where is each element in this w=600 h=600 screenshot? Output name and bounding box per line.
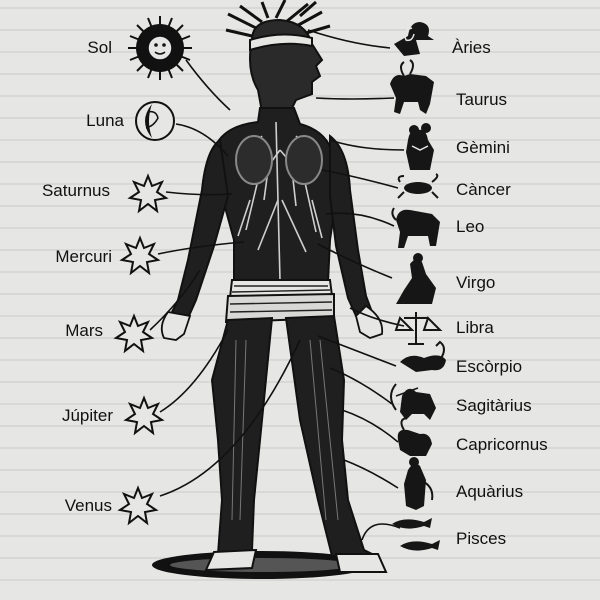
planet-label-sol: Sol bbox=[87, 38, 112, 57]
water-bearer-icon bbox=[404, 457, 434, 510]
zodiac-label-capricorn: Capricornus bbox=[456, 435, 548, 454]
fish-icon bbox=[392, 518, 440, 551]
star-icon bbox=[127, 173, 169, 214]
line-gemini bbox=[329, 139, 405, 151]
planet-label-luna: Luna bbox=[86, 111, 124, 130]
zodiac-label-gemini: Gèmini bbox=[456, 138, 510, 157]
sun-icon bbox=[128, 16, 192, 80]
lion-icon bbox=[391, 207, 440, 248]
crab-icon bbox=[397, 173, 439, 199]
ram-icon bbox=[394, 22, 434, 56]
line-taurus bbox=[315, 97, 395, 100]
line-luna bbox=[175, 123, 229, 157]
line-saturnus bbox=[165, 191, 233, 196]
line-virgo bbox=[317, 243, 393, 279]
line-cancer bbox=[321, 169, 399, 189]
zodiac-label-scorpio: Escòrpio bbox=[456, 357, 523, 376]
line-leo bbox=[325, 212, 395, 227]
star-icon bbox=[119, 235, 161, 276]
planet-label-venus: Venus bbox=[64, 496, 112, 515]
line-scorpio bbox=[317, 335, 397, 367]
scales-icon bbox=[394, 312, 443, 345]
zodiac-label-leo: Leo bbox=[456, 217, 485, 236]
planet-label-mars: Mars bbox=[65, 321, 103, 340]
bull-icon bbox=[390, 59, 434, 114]
scorpion-icon bbox=[400, 340, 446, 372]
zodiac-label-aquarius: Aquàrius bbox=[456, 482, 524, 501]
human-figure bbox=[160, 0, 388, 573]
line-capricorn bbox=[341, 409, 399, 443]
planet-label-jupiter: Júpiter bbox=[61, 406, 113, 425]
zodiac-label-libra: Libra bbox=[456, 318, 494, 337]
zodiac-label-sagittarius: Sagitàrius bbox=[456, 396, 532, 415]
line-libra bbox=[349, 307, 405, 327]
zodiac-label-virgo: Virgo bbox=[456, 273, 496, 292]
star-icon bbox=[123, 395, 165, 436]
hair-rays bbox=[225, 0, 331, 38]
zodiac-label-cancer: Càncer bbox=[456, 180, 511, 199]
line-aries bbox=[307, 29, 391, 49]
star-icon bbox=[117, 485, 159, 526]
line-aquarius bbox=[343, 459, 399, 489]
maiden-icon bbox=[396, 253, 436, 304]
line-mars bbox=[149, 269, 201, 331]
line-sagittarius bbox=[329, 367, 393, 405]
zodiac-label-aries: Àries bbox=[452, 38, 491, 57]
line-jupiter bbox=[159, 329, 229, 413]
goat-icon bbox=[397, 417, 432, 456]
moon-icon bbox=[135, 101, 175, 141]
zodiac-label-taurus: Taurus bbox=[456, 90, 508, 109]
line-sol bbox=[185, 59, 231, 111]
line-mercuri bbox=[157, 241, 245, 255]
line-venus bbox=[159, 339, 301, 497]
planet-label-mercuri: Mercuri bbox=[55, 247, 112, 266]
archer-icon bbox=[390, 383, 436, 420]
planet-label-saturnus: Saturnus bbox=[41, 181, 110, 200]
zodiac-label-pisces: Pisces bbox=[456, 529, 507, 548]
connector-lines bbox=[149, 29, 405, 541]
twins-icon bbox=[406, 123, 434, 170]
star-icon bbox=[113, 313, 155, 354]
line-pisces bbox=[361, 523, 401, 541]
